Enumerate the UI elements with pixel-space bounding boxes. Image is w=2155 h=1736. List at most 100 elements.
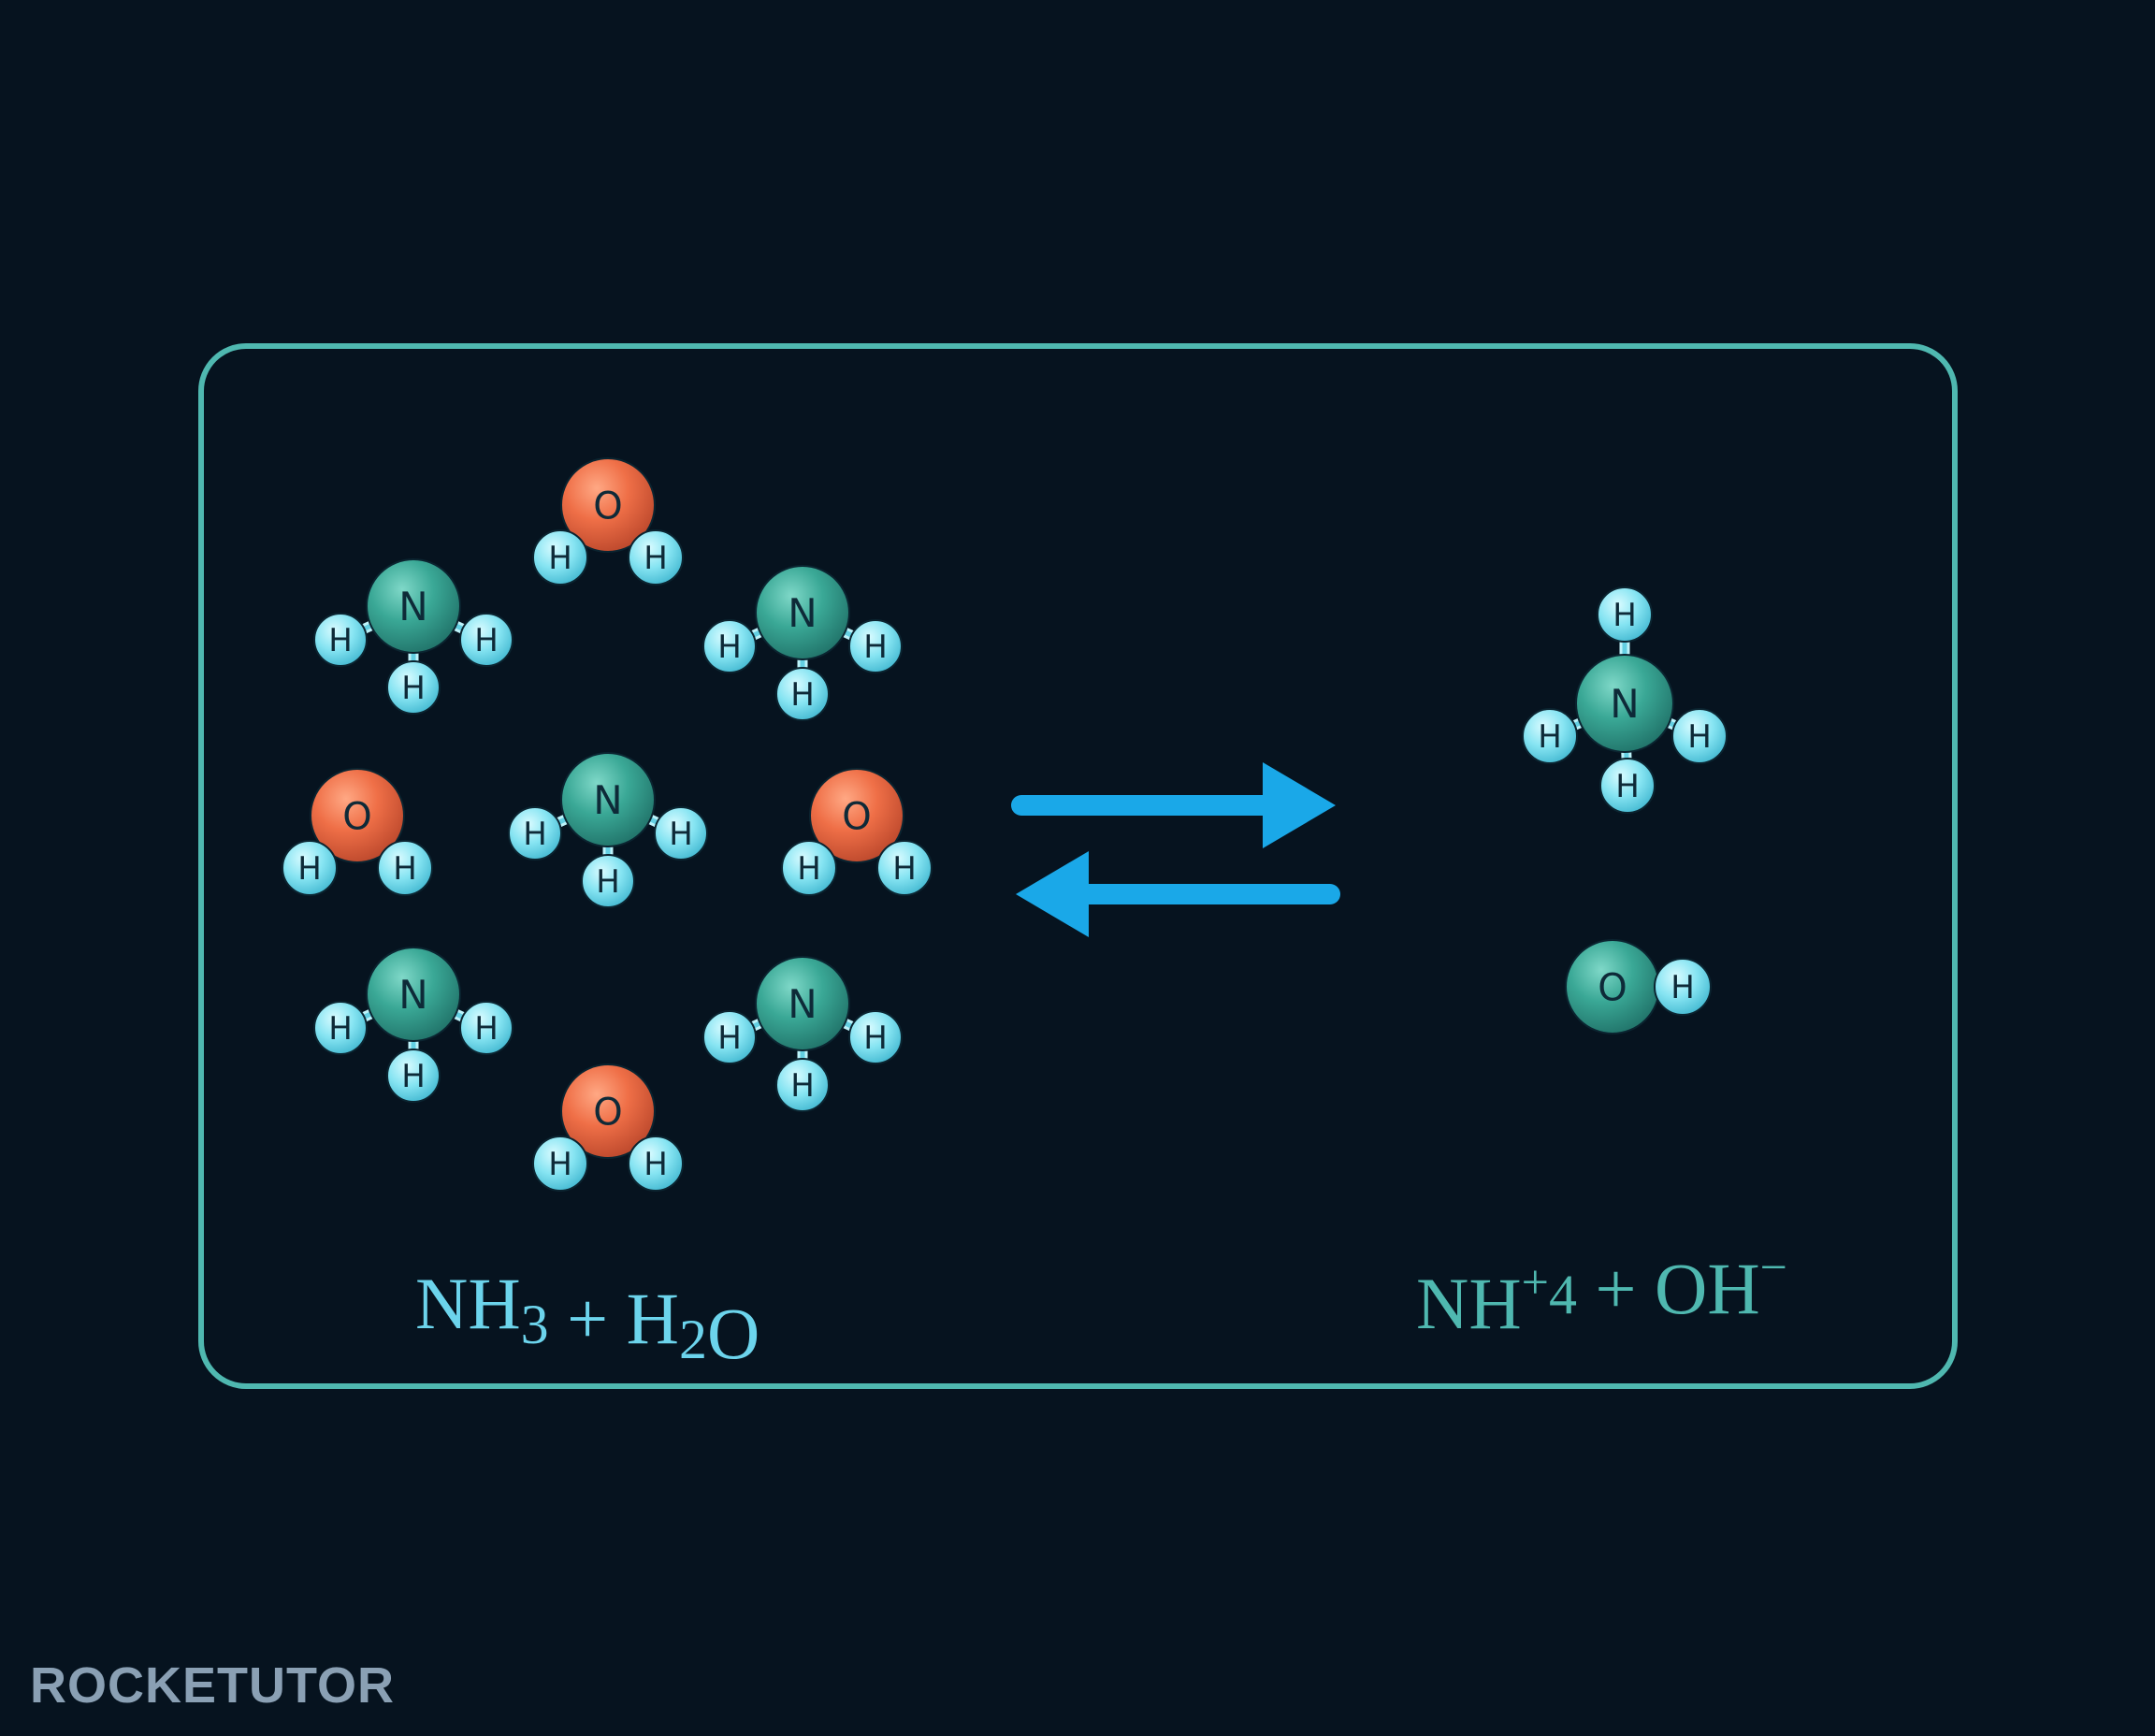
hydrogen-atom-label: H <box>328 1010 353 1048</box>
hydrogen-atom-label: H <box>548 540 572 577</box>
nitrogen-atom: N <box>1575 654 1674 753</box>
nitrogen-atom: N <box>755 956 850 1051</box>
product-equation: NH+4 + OH− <box>1416 1241 1787 1344</box>
ammonia-molecule: N H H H <box>702 565 903 721</box>
hydrogen-atom: H <box>1654 958 1712 1016</box>
hydrogen-atom: H <box>781 840 837 896</box>
hydrogen-atom: H <box>1522 708 1578 764</box>
water-molecule: OH H <box>532 1063 684 1192</box>
ammonia-molecule: N H H H <box>508 752 708 908</box>
equation-part: + <box>1522 1256 1549 1309</box>
nitrogen-atom: N <box>366 947 461 1042</box>
equation-part: NH <box>1416 1263 1522 1344</box>
hydrogen-atom: H <box>702 619 757 673</box>
hydrogen-atom-label: H <box>892 850 917 888</box>
oxygen-atom: O <box>1565 939 1660 1034</box>
hydrogen-atom-label: H <box>474 622 499 659</box>
equation-part: − <box>1760 1241 1787 1295</box>
nitrogen-atom: N <box>560 752 656 847</box>
hydrogen-atom-label: H <box>393 850 417 888</box>
brand-logo: ROCKETUTOR <box>30 1657 395 1714</box>
equation-part: O <box>707 1293 759 1374</box>
hydrogen-atom: H <box>459 1001 513 1055</box>
hydrogen-atom: H <box>628 529 684 586</box>
hydrogen-atom-label: H <box>328 622 353 659</box>
hydrogen-atom-label: H <box>669 816 693 853</box>
hydrogen-atom: H <box>628 1136 684 1192</box>
nitrogen-atom-label: N <box>593 777 622 823</box>
hydrogen-atom: H <box>282 840 338 896</box>
hydrogen-atom: H <box>386 660 441 715</box>
hydrogen-atom-label: H <box>797 850 821 888</box>
hydrogen-atom-label: H <box>1613 597 1637 634</box>
equation-part: NH <box>415 1263 521 1344</box>
hydrogen-atom: H <box>1671 708 1728 764</box>
nitrogen-atom-label: N <box>398 584 427 629</box>
hydrogen-atom: H <box>848 1010 903 1064</box>
hydrogen-atom-label: H <box>1615 768 1640 805</box>
hydrogen-atom: H <box>532 529 588 586</box>
hydrogen-atom-label: H <box>1670 969 1695 1006</box>
oxygen-atom: O <box>809 768 904 863</box>
hydrogen-atom-label: H <box>474 1010 499 1048</box>
oxygen-atom: O <box>560 1063 656 1159</box>
equation-part: H <box>627 1278 679 1359</box>
hydrogen-atom: H <box>386 1049 441 1103</box>
nitrogen-atom-label: N <box>788 981 817 1027</box>
equation-part: + <box>1577 1248 1655 1329</box>
oxygen-atom-label: O <box>593 1091 622 1134</box>
hydrogen-atom: H <box>459 613 513 667</box>
hydrogen-atom: H <box>508 806 562 861</box>
hydrogen-atom: H <box>1597 586 1653 643</box>
equation-part: 2 <box>679 1309 707 1370</box>
hydrogen-atom: H <box>581 854 635 908</box>
oxygen-atom-label: O <box>842 795 871 838</box>
equilibrium-arrows <box>1011 762 1340 937</box>
nitrogen-atom-label: N <box>1610 681 1639 727</box>
nitrogen-atom: N <box>755 565 850 660</box>
hydrogen-atom-label: H <box>1538 718 1562 756</box>
forward-arrow <box>1011 762 1336 848</box>
water-molecule: OH H <box>282 768 433 896</box>
hydrogen-atom-label: H <box>1687 718 1712 756</box>
reverse-arrow <box>1016 851 1340 937</box>
equation-part: 4 <box>1549 1264 1577 1325</box>
hydrogen-atom-label: H <box>790 676 815 714</box>
hydrogen-atom: H <box>532 1136 588 1192</box>
ammonia-molecule: N H H H <box>313 947 513 1103</box>
hydrogen-atom-label: H <box>596 863 620 901</box>
hydrogen-atom-label: H <box>401 1058 426 1095</box>
hydrogen-atom: H <box>876 840 933 896</box>
hydrogen-atom-label: H <box>717 1020 742 1057</box>
nitrogen-atom-label: N <box>788 590 817 636</box>
hydrogen-atom: H <box>1599 758 1656 814</box>
hydrogen-atom: H <box>775 667 830 721</box>
hydrogen-atom: H <box>377 840 433 896</box>
equation-part: 3 <box>521 1294 549 1355</box>
hydrogen-atom-label: H <box>548 1146 572 1183</box>
hydrogen-atom: H <box>313 1001 368 1055</box>
hydrogen-atom-label: H <box>523 816 547 853</box>
nitrogen-atom-label: N <box>398 972 427 1018</box>
hydrogen-atom-label: H <box>717 629 742 666</box>
oxygen-atom-label: O <box>593 485 622 528</box>
equation-part: OH <box>1655 1248 1760 1329</box>
hydrogen-atom-label: H <box>644 1146 668 1183</box>
hydrogen-atom: H <box>775 1058 830 1112</box>
equation-part: + <box>549 1278 627 1359</box>
hydrogen-atom-label: H <box>644 540 668 577</box>
diagram-frame <box>198 343 1958 1389</box>
water-molecule: OH H <box>781 768 933 896</box>
reactant-equation: NH3 + H2O <box>415 1263 759 1374</box>
brand-logo-text: ROCKETUTOR <box>30 1657 395 1714</box>
ammonium-ion: N H H H H <box>1522 586 1728 814</box>
hydrogen-atom-label: H <box>790 1067 815 1105</box>
hydrogen-atom-label: H <box>863 629 888 666</box>
oxygen-atom-label: O <box>342 795 371 838</box>
hydrogen-atom-label: H <box>401 670 426 707</box>
hydrogen-atom: H <box>654 806 708 861</box>
